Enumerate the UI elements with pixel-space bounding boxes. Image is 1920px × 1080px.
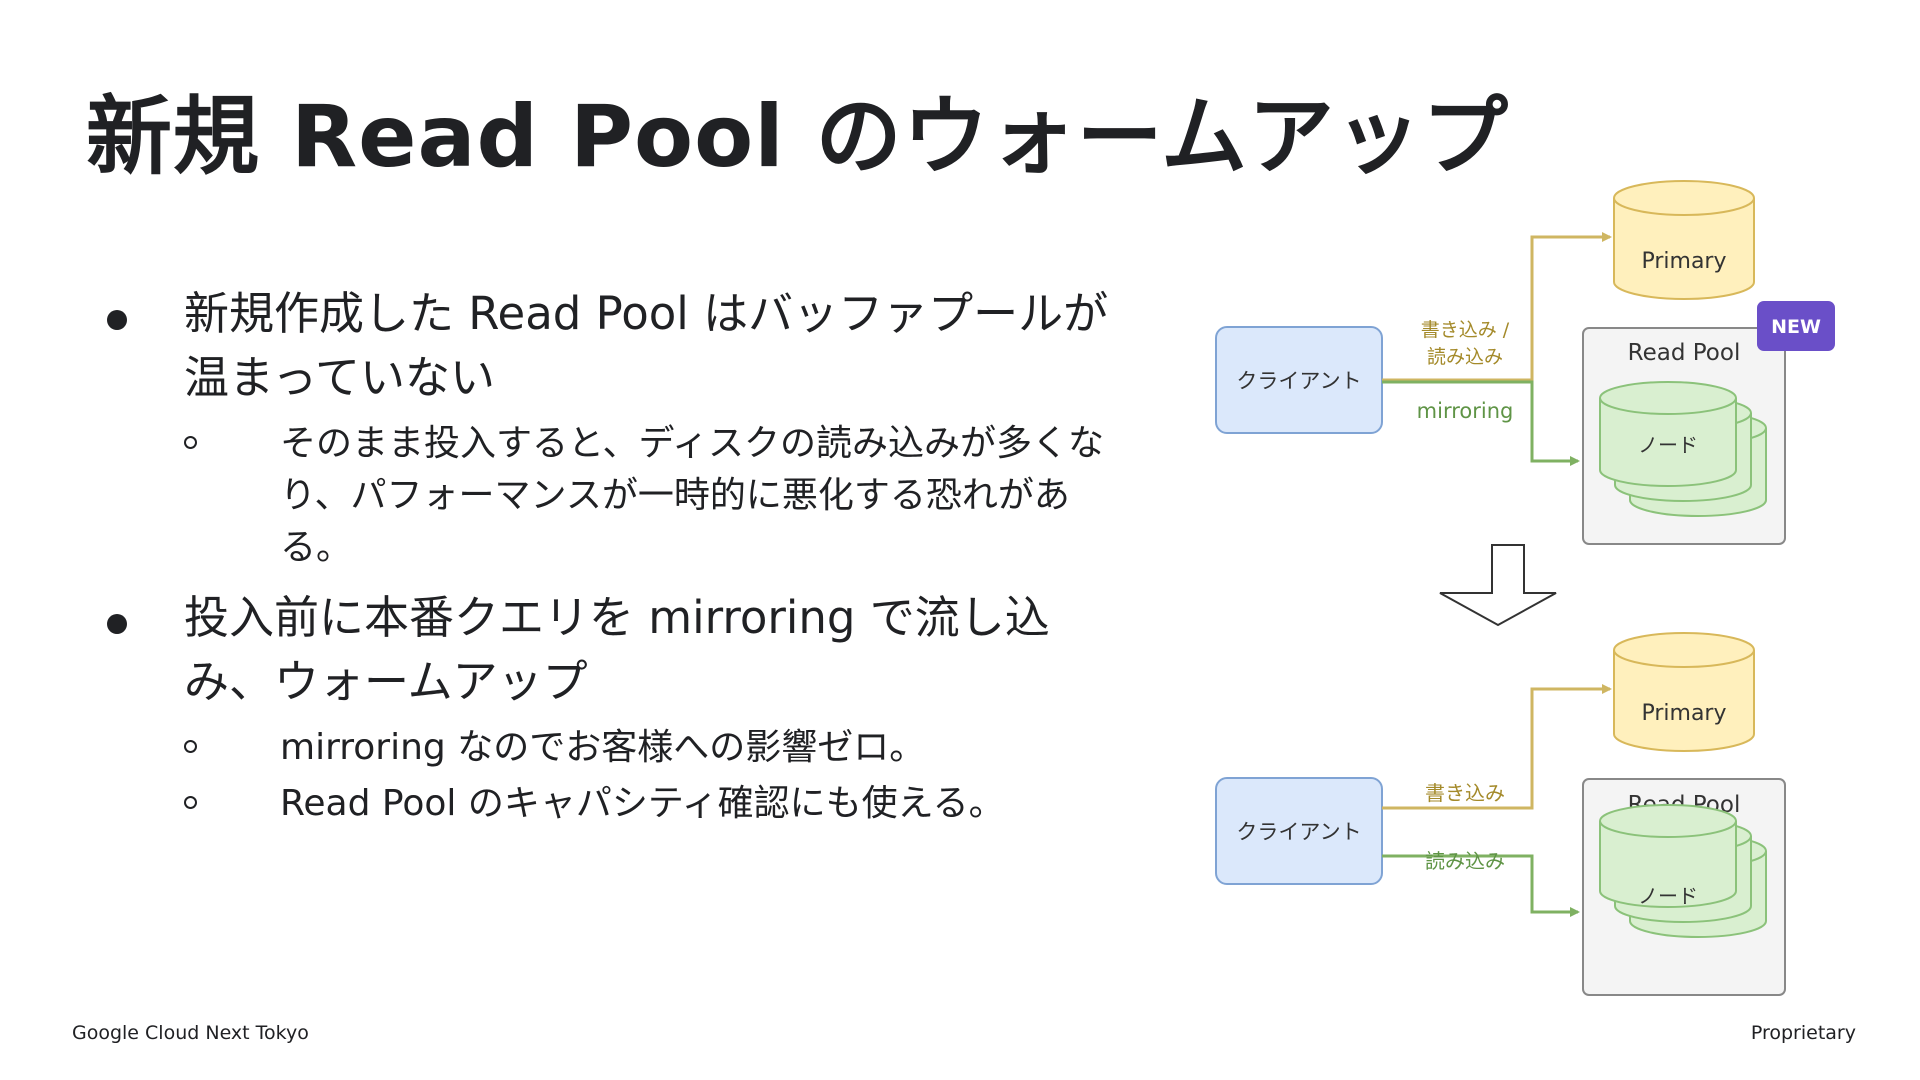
- new-badge-label: NEW: [1771, 316, 1821, 338]
- footer-proprietary: Proprietary: [1750, 1022, 1856, 1044]
- sub-bullet-item: mirroring なのでお客様への影響ゼロ。: [184, 722, 1130, 774]
- primary-cylinder: Primary: [1613, 632, 1755, 752]
- node-label: ノード: [1638, 433, 1698, 457]
- bottom-diagram: Read Pool ノード Primary クライアント 書: [1215, 632, 1786, 996]
- bullet-item: 投入前に本番クエリを mirroring で流し込み、ウォームアップ mirro…: [100, 586, 1130, 830]
- slide-title: 新規 Read Pool のウォームアップ: [86, 87, 1510, 187]
- node-cylinder-stack: ノード: [1599, 381, 1767, 517]
- new-badge: [1757, 301, 1835, 351]
- bullet-text: 投入前に本番クエリを mirroring で流し込み、ウォームアップ: [184, 591, 1050, 708]
- bullet-dot-icon: [107, 310, 127, 330]
- bullet-item: 新規作成した Read Pool はバッファプールが温まっていない そのまま投入…: [100, 282, 1130, 574]
- sub-bullet-text: mirroring なのでお客様への影響ゼロ。: [280, 727, 926, 768]
- write-read-label-line1: 書き込み /: [1421, 319, 1510, 341]
- bullet-dot-icon: [107, 614, 127, 634]
- node-cylinder-stack: ノード: [1599, 804, 1767, 938]
- client-label: クライアント: [1236, 820, 1361, 844]
- footer-event-name: Google Cloud Next Tokyo: [72, 1022, 309, 1044]
- primary-label: Primary: [1641, 249, 1726, 274]
- sub-bullet-item: そのまま投入すると、ディスクの読み込みが多くなり、パフォーマンスが一時的に悪化す…: [184, 418, 1130, 574]
- primary-cylinder: Primary: [1613, 180, 1755, 300]
- write-label: 書き込み: [1425, 781, 1505, 805]
- primary-label: Primary: [1641, 701, 1726, 726]
- write-arrow: [1382, 684, 1612, 810]
- read-pool-label: Read Pool: [1628, 340, 1741, 366]
- top-diagram: Read Pool NEW ノード Primary クライアント: [1215, 180, 1835, 545]
- sub-bullet-text: そのまま投入すると、ディスクの読み込みが多くなり、パフォーマンスが一時的に悪化す…: [280, 423, 1105, 568]
- sub-bullet-text: Read Pool のキャパシティ確認にも使える。: [280, 783, 1005, 824]
- client-label: クライアント: [1236, 369, 1361, 393]
- read-label: 読み込み: [1425, 849, 1505, 873]
- sub-bullet-circle-icon: [184, 740, 197, 753]
- sub-bullet-list: mirroring なのでお客様への影響ゼロ。 Read Pool のキャパシテ…: [184, 722, 1130, 830]
- sub-bullet-circle-icon: [184, 796, 197, 809]
- bullet-text: 新規作成した Read Pool はバッファプールが温まっていない: [184, 287, 1109, 404]
- node-label: ノード: [1638, 884, 1698, 908]
- mirroring-label: mirroring: [1417, 399, 1514, 423]
- mirroring-arrow: [1382, 380, 1580, 466]
- read-arrow: [1382, 854, 1580, 917]
- sub-bullet-circle-icon: [184, 436, 197, 449]
- client-box: [1215, 777, 1383, 885]
- write-arrow: [1382, 232, 1612, 382]
- sub-bullet-item: Read Pool のキャパシティ確認にも使える。: [184, 778, 1130, 830]
- bullet-list: 新規作成した Read Pool はバッファプールが温まっていない そのまま投入…: [100, 282, 1130, 842]
- sub-bullet-list: そのまま投入すると、ディスクの読み込みが多くなり、パフォーマンスが一時的に悪化す…: [184, 418, 1130, 574]
- transition-down-arrow-icon: [1439, 544, 1557, 627]
- write-read-label-line2: 読み込み: [1427, 346, 1503, 368]
